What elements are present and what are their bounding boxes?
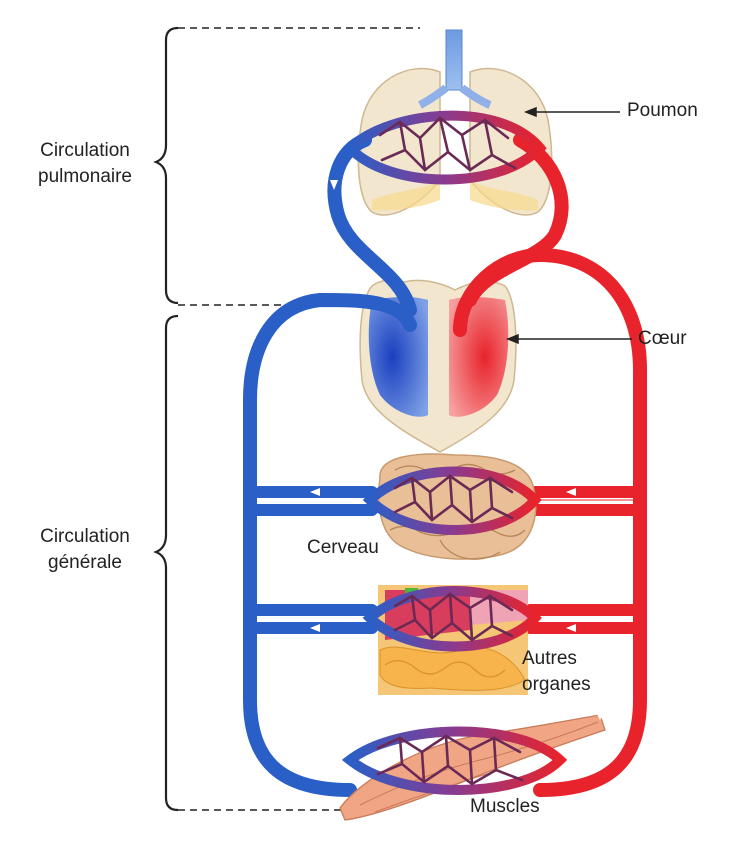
systemic-bracket — [153, 314, 179, 812]
label-pulmonary-line1: Circulation — [40, 140, 130, 161]
label-muscles: Muscles — [470, 796, 540, 817]
label-heart: Cœur — [638, 328, 687, 349]
lung-capillaries — [342, 110, 547, 185]
label-systemic-line2: générale — [48, 552, 122, 573]
label-organs: Autres organes — [522, 646, 591, 698]
bracket-dashes — [178, 27, 420, 811]
muscle-capillaries — [341, 726, 568, 795]
organs-capillaries — [362, 586, 542, 652]
label-organs-line1: Autres — [522, 648, 577, 669]
systemic-loop — [243, 247, 647, 797]
flow-arrows — [264, 180, 604, 720]
label-systemic-circulation: Circulation générale — [14, 524, 156, 576]
heart-icon — [359, 279, 517, 453]
label-organs-line2: organes — [522, 674, 591, 695]
label-pulmonary-line2: pulmonaire — [38, 166, 132, 187]
label-systemic-line1: Circulation — [40, 526, 130, 547]
label-lung: Poumon — [627, 100, 698, 121]
pulmonary-bracket — [153, 26, 179, 305]
lung-icon — [357, 29, 553, 216]
label-brain: Cerveau — [307, 537, 379, 558]
brain-capillaries — [362, 466, 542, 535]
label-pointers — [505, 106, 632, 345]
label-pulmonary-circulation: Circulation pulmonaire — [14, 138, 156, 190]
